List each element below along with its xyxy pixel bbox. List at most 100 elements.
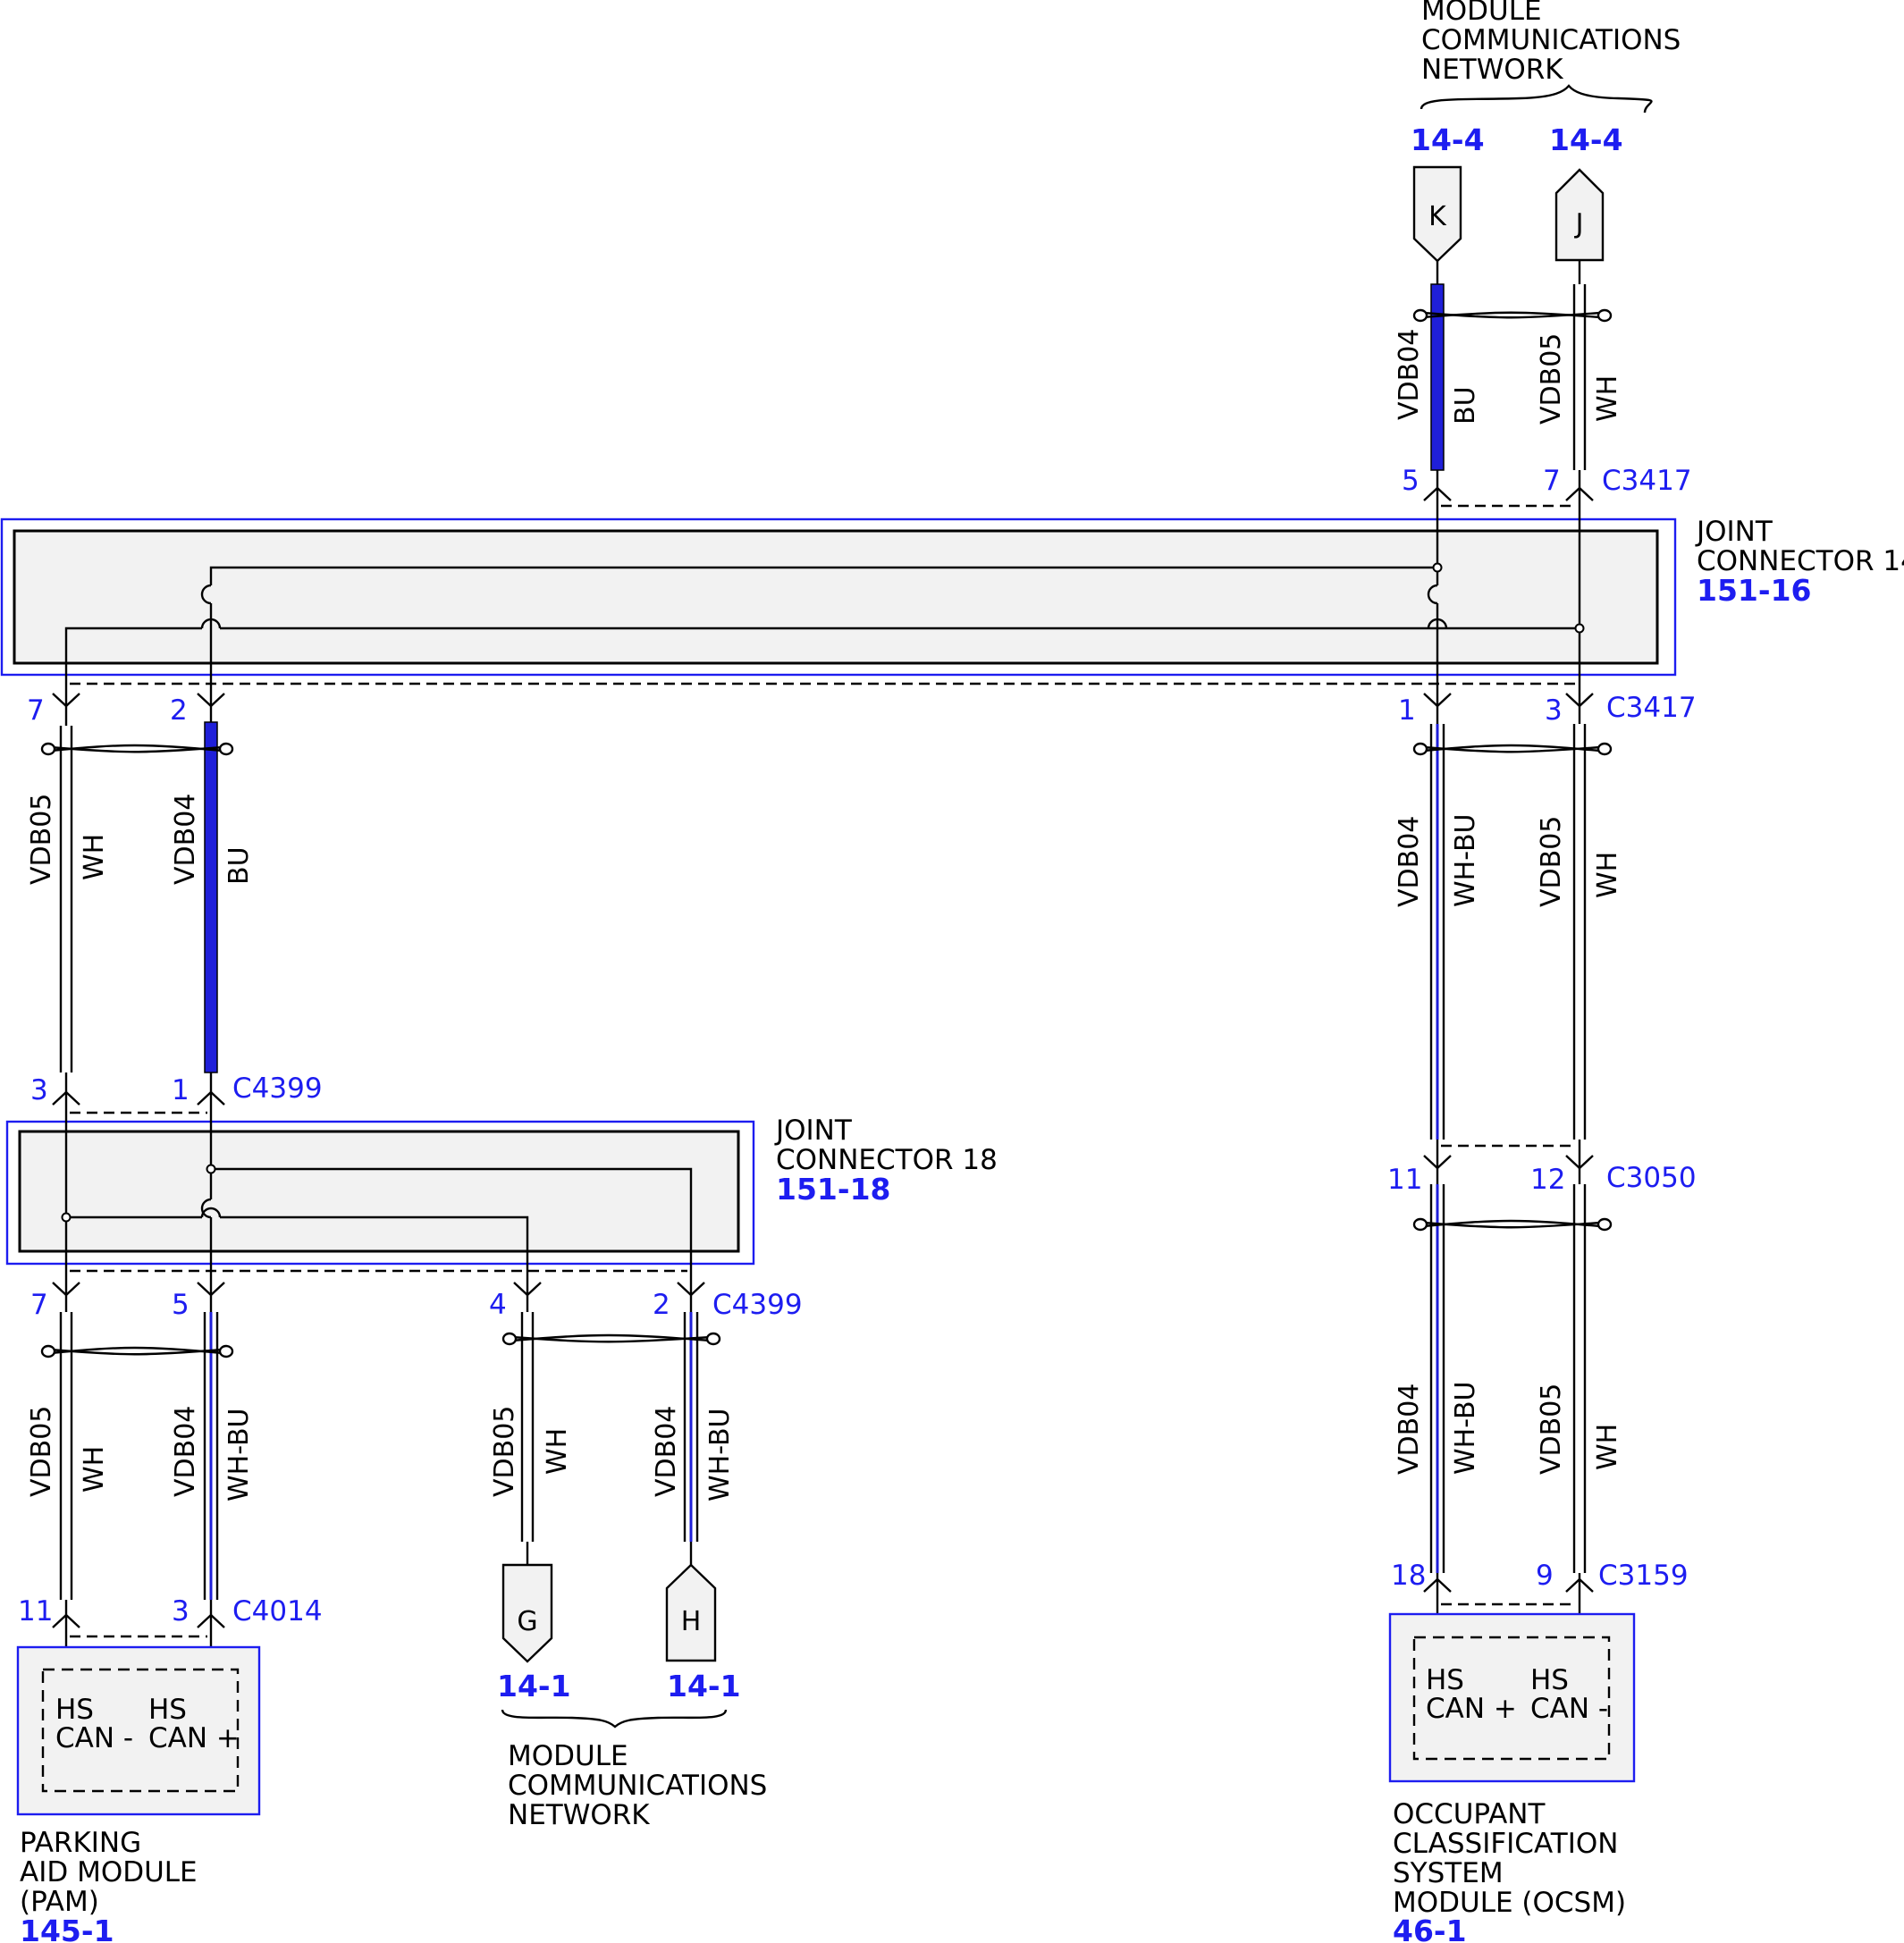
connector-c3050[interactable]: C3050 <box>1606 1162 1697 1194</box>
twist-top <box>1412 308 1613 323</box>
pin-c3159-18: 18 <box>1391 1560 1426 1592</box>
connector-c3417-bottom[interactable]: C3417 <box>1606 692 1697 724</box>
ref-14-4-k[interactable]: 14-4 <box>1411 122 1485 157</box>
svg-text:CONNECTOR 18: CONNECTOR 18 <box>776 1144 998 1176</box>
wire-pam-b <box>203 1312 219 1600</box>
wire-top-k <box>1430 283 1445 471</box>
connector-h-shape <box>665 1563 717 1662</box>
connector-c3159[interactable]: C3159 <box>1598 1560 1689 1592</box>
pin-c4399-1: 1 <box>172 1074 190 1106</box>
svg-text:PARKING: PARKING <box>20 1827 141 1859</box>
connector-k-shape <box>1412 165 1462 263</box>
wire-label-top-j-color: WH <box>1592 375 1623 422</box>
svg-text:OCCUPANT: OCCUPANT <box>1393 1798 1546 1830</box>
connector-c4399-out[interactable]: C4399 <box>712 1289 803 1321</box>
pin-c3417-3: 3 <box>1545 694 1563 727</box>
ocsm-name: OCCUPANT CLASSIFICATION SYSTEM MODULE (O… <box>1393 1798 1626 1919</box>
wire-mcn-g <box>520 1312 535 1542</box>
wire-label-right-a-circuit: VDB04 <box>1394 816 1425 907</box>
jc14-ref-link[interactable]: 151-16 <box>1697 573 1812 608</box>
jc18-name: JOINT CONNECTOR 18 <box>774 1114 998 1176</box>
twist-right-lower <box>1412 1217 1613 1232</box>
svg-text:AID MODULE: AID MODULE <box>20 1856 198 1888</box>
pam-name: PARKING AID MODULE (PAM) <box>20 1827 198 1918</box>
ocsm-ref-link[interactable]: 46-1 <box>1393 1914 1467 1943</box>
wire-label-mcn-g-color: WH <box>542 1428 573 1475</box>
wire-top-j <box>1572 284 1587 470</box>
wire-label-left-b-circuit: VDB04 <box>170 794 201 885</box>
pin-c4399-out-2: 2 <box>653 1289 670 1321</box>
pin-c4399-out-5: 5 <box>172 1289 190 1321</box>
wire-left-b <box>204 721 218 1073</box>
pin-c3417-1: 1 <box>1398 694 1416 727</box>
terminal-c3417-top-5 <box>1423 486 1452 501</box>
twist-mcn <box>501 1332 721 1346</box>
wire-label-right-a-color: WH-BU <box>1450 813 1481 907</box>
ocsm-pin-b-l1: HS <box>1530 1664 1569 1696</box>
jc18-ref-link[interactable]: 151-18 <box>776 1172 891 1207</box>
svg-text:MODULE: MODULE <box>508 1740 628 1772</box>
terminal-c3159-18 <box>1423 1577 1452 1593</box>
wire-mcn-h <box>683 1312 699 1542</box>
pin-c4399-3: 3 <box>30 1074 48 1106</box>
terminal-c4399-1 <box>197 1090 225 1106</box>
wire-label-left-a-color: WH <box>79 834 110 880</box>
wire-label-pam-a-circuit: VDB05 <box>26 1406 57 1497</box>
pin-c3159-9: 9 <box>1536 1560 1554 1592</box>
mcn-top-brace <box>1420 84 1653 114</box>
mcn-bottom-brace <box>501 1709 728 1729</box>
wire-label-right-b-color: WH <box>1592 852 1623 898</box>
wire-label-ocsm-b-color: WH <box>1592 1424 1623 1470</box>
pin-c4399-out-4: 4 <box>489 1289 507 1321</box>
pin-c4399-jc14-2: 2 <box>170 694 188 727</box>
connector-g-label: G <box>517 1606 537 1637</box>
svg-text:MODULE: MODULE <box>1421 0 1542 27</box>
connector-c3417-top[interactable]: C3417 <box>1602 465 1692 497</box>
wire-ocsm-a <box>1429 1184 1445 1573</box>
pin-c4399-jc14-7: 7 <box>27 694 45 727</box>
svg-text:COMMUNICATIONS: COMMUNICATIONS <box>508 1770 767 1802</box>
svg-text:SYSTEM: SYSTEM <box>1393 1857 1504 1889</box>
terminal-c3159-9 <box>1565 1577 1594 1593</box>
jc14-internal-wiring <box>64 508 1585 686</box>
svg-text:COMMUNICATIONS: COMMUNICATIONS <box>1421 24 1681 56</box>
ocsm-module[interactable] <box>1388 1612 1636 1783</box>
ref-14-4-j[interactable]: 14-4 <box>1549 122 1623 157</box>
svg-text:NETWORK: NETWORK <box>508 1799 650 1831</box>
jc18-outline <box>5 1120 755 1266</box>
svg-text:NETWORK: NETWORK <box>1421 54 1563 86</box>
wire-right-b <box>1572 724 1587 1140</box>
ref-14-1-h[interactable]: 14-1 <box>667 1669 741 1703</box>
connector-g-shape <box>501 1563 553 1663</box>
wire-label-mcn-h-circuit: VDB04 <box>651 1406 682 1497</box>
ocsm-module-inner <box>1412 1636 1611 1761</box>
pam-pin-b-l2: CAN + <box>148 1722 240 1754</box>
connector-j-label: J <box>1574 208 1584 240</box>
jc14-outline <box>0 517 1677 677</box>
svg-text:MODULE (OCSM): MODULE (OCSM) <box>1393 1887 1626 1919</box>
wire-label-pam-b-circuit: VDB04 <box>170 1406 201 1497</box>
jc14-body <box>13 529 1659 665</box>
pin-c3050-11: 11 <box>1387 1164 1422 1196</box>
wire-label-pam-b-color: WH-BU <box>223 1408 255 1501</box>
ref-14-1-g[interactable]: 14-1 <box>497 1669 571 1703</box>
ocsm-pin-a-l2: CAN + <box>1426 1693 1517 1725</box>
wire-pam-a <box>59 1312 73 1600</box>
jc18-body <box>18 1130 740 1253</box>
pam-ref-link[interactable]: 145-1 <box>20 1914 114 1943</box>
pam-pin-b-l1: HS <box>148 1694 187 1726</box>
connector-k-label: K <box>1428 201 1447 232</box>
terminal-c3050-11 <box>1423 1155 1452 1170</box>
wire-label-top-k-circuit: VDB04 <box>1394 329 1425 420</box>
terminal-c3050-12 <box>1565 1155 1594 1170</box>
jc18-internal-wiring <box>61 1113 693 1278</box>
wire-label-left-a-circuit: VDB05 <box>26 794 57 885</box>
wire-label-ocsm-b-circuit: VDB05 <box>1536 1384 1567 1475</box>
wire-label-left-b-color: BU <box>223 846 255 885</box>
pam-pin-a-l1: HS <box>55 1694 94 1726</box>
connector-c4399-in[interactable]: C4399 <box>232 1072 323 1105</box>
wire-left-a <box>59 726 73 1072</box>
twist-right-upper <box>1412 742 1613 756</box>
pam-module[interactable] <box>16 1645 261 1816</box>
connector-c4014[interactable]: C4014 <box>232 1595 323 1628</box>
